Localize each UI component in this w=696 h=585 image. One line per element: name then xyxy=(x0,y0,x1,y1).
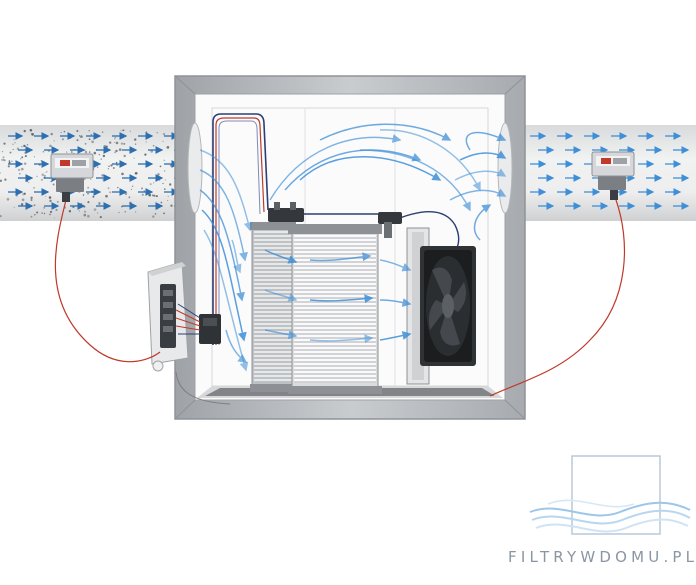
filter-front xyxy=(288,224,382,394)
exhaust-fan-icon xyxy=(406,227,476,385)
air-quality-sensor-icon xyxy=(50,153,94,202)
brand-watermark: FILTRYWDOMU.PL xyxy=(508,548,696,566)
hv-connector-right xyxy=(378,212,402,238)
filter-back xyxy=(250,222,296,392)
wave-square-logo-icon xyxy=(529,455,691,535)
air-quality-sensor-icon xyxy=(591,151,635,200)
internal-airflow-streams xyxy=(199,123,507,372)
sensor-cables xyxy=(54,199,626,405)
hv-connector-left xyxy=(268,202,304,222)
outlet-airflow-arrows xyxy=(530,132,690,210)
junction-box-icon xyxy=(199,314,221,344)
duct-left xyxy=(0,124,199,222)
power-supply-icon xyxy=(147,261,201,372)
